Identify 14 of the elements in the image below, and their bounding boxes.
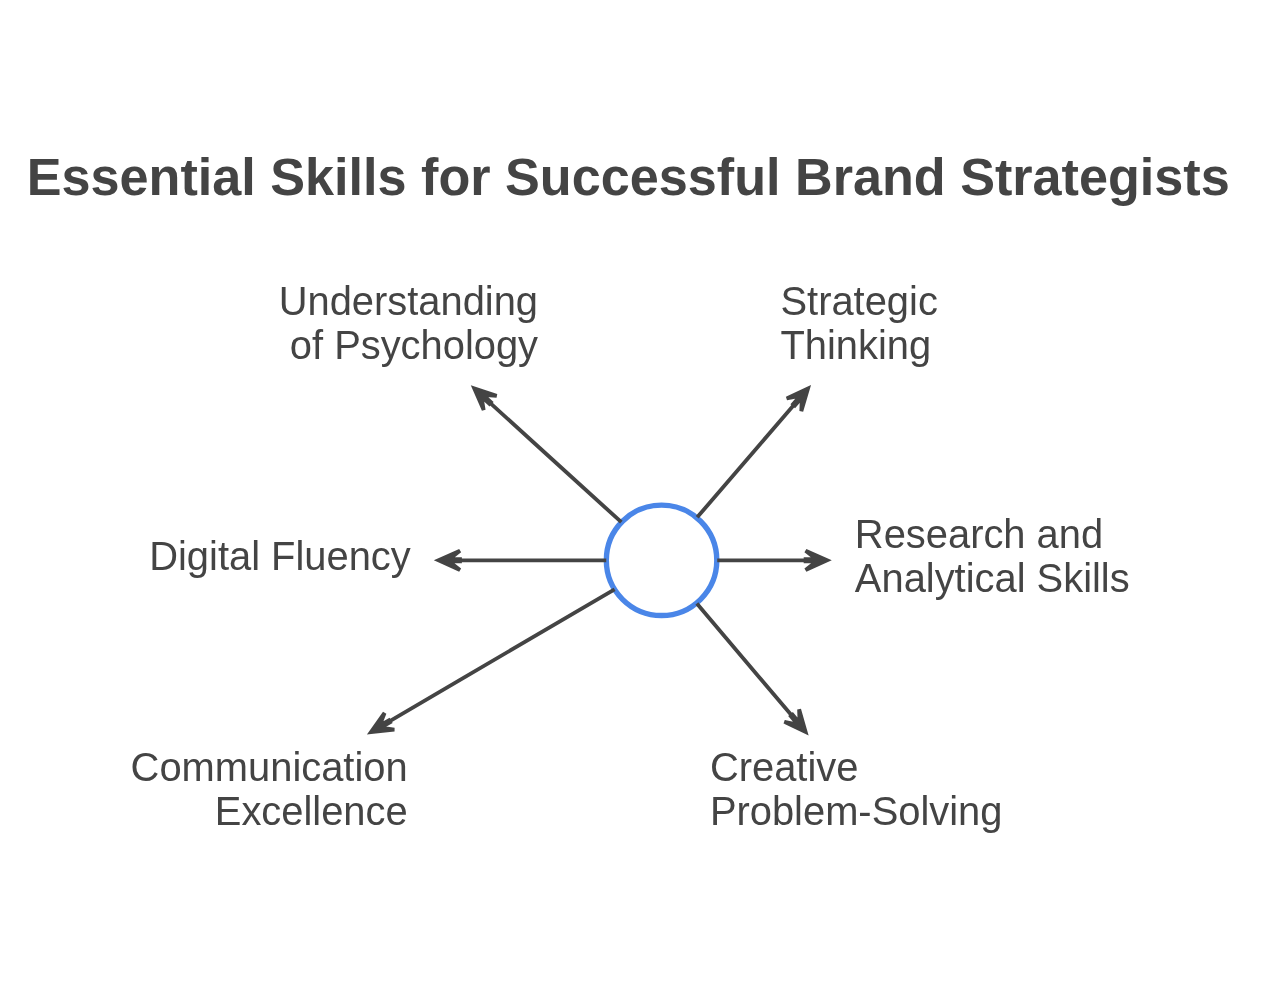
node-text: Creative Problem-Solving	[709, 744, 1003, 834]
node-text: Understanding of Psychology	[278, 278, 539, 368]
arrow	[695, 386, 810, 519]
arrow	[695, 602, 808, 734]
node-text: Communication Excellence	[130, 744, 408, 834]
arrow	[717, 548, 829, 572]
node-text: Digital Fluency	[149, 533, 411, 578]
diagram-title: Essential Skills for Successful Brand Strategists	[26, 148, 1230, 207]
node-text: Research and Analytical Skills	[854, 511, 1130, 601]
node-text: Strategic Thinking	[780, 278, 938, 368]
arrow	[472, 386, 623, 524]
arrow	[369, 587, 616, 735]
node-person	[603, 502, 720, 619]
arrow	[436, 548, 607, 572]
